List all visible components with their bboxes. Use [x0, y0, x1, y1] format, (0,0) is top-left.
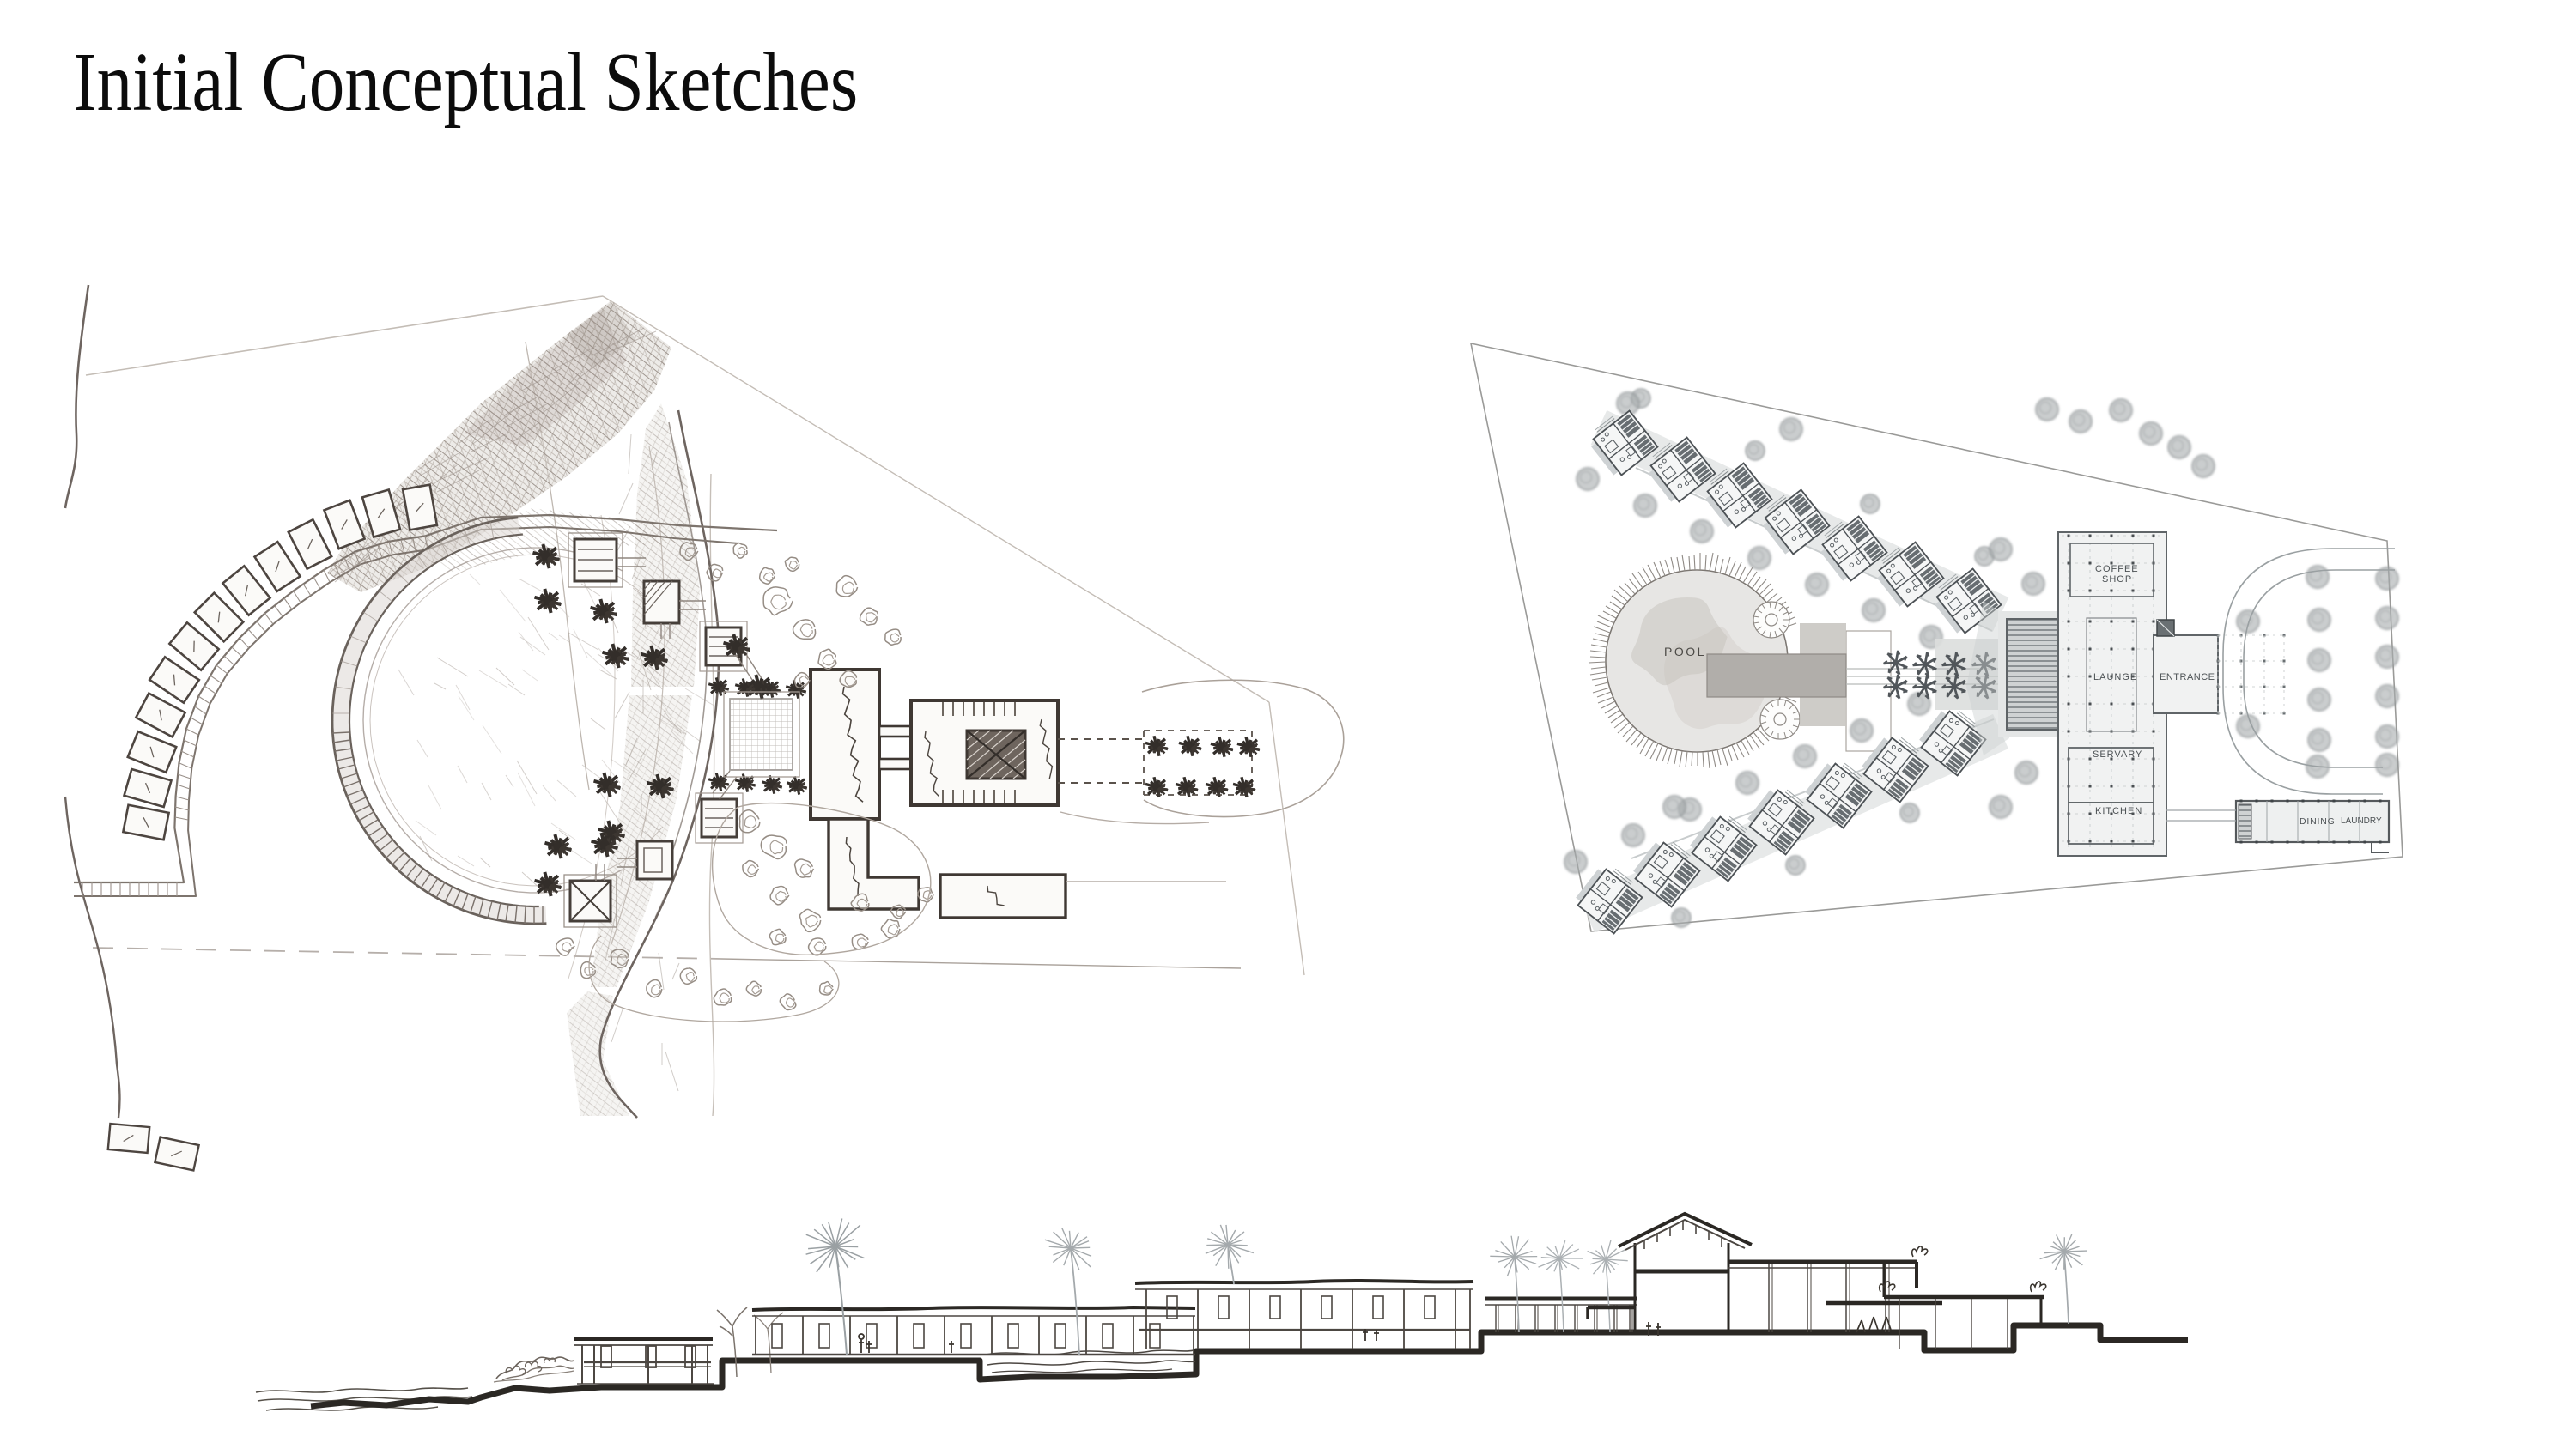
svg-text:KITCHEN: KITCHEN — [2095, 806, 2142, 816]
svg-text:SHOP: SHOP — [2102, 574, 2132, 585]
svg-text:POOL: POOL — [1664, 645, 1706, 658]
svg-text:LAUNDRY: LAUNDRY — [2341, 816, 2382, 826]
svg-text:COFFEE: COFFEE — [2095, 564, 2139, 574]
svg-text:LAUNGE: LAUNGE — [2093, 672, 2137, 682]
svg-text:DINING: DINING — [2300, 816, 2336, 827]
svg-text:SERVARY: SERVARY — [2093, 749, 2142, 760]
svg-text:ENTRANCE: ENTRANCE — [2160, 672, 2215, 682]
